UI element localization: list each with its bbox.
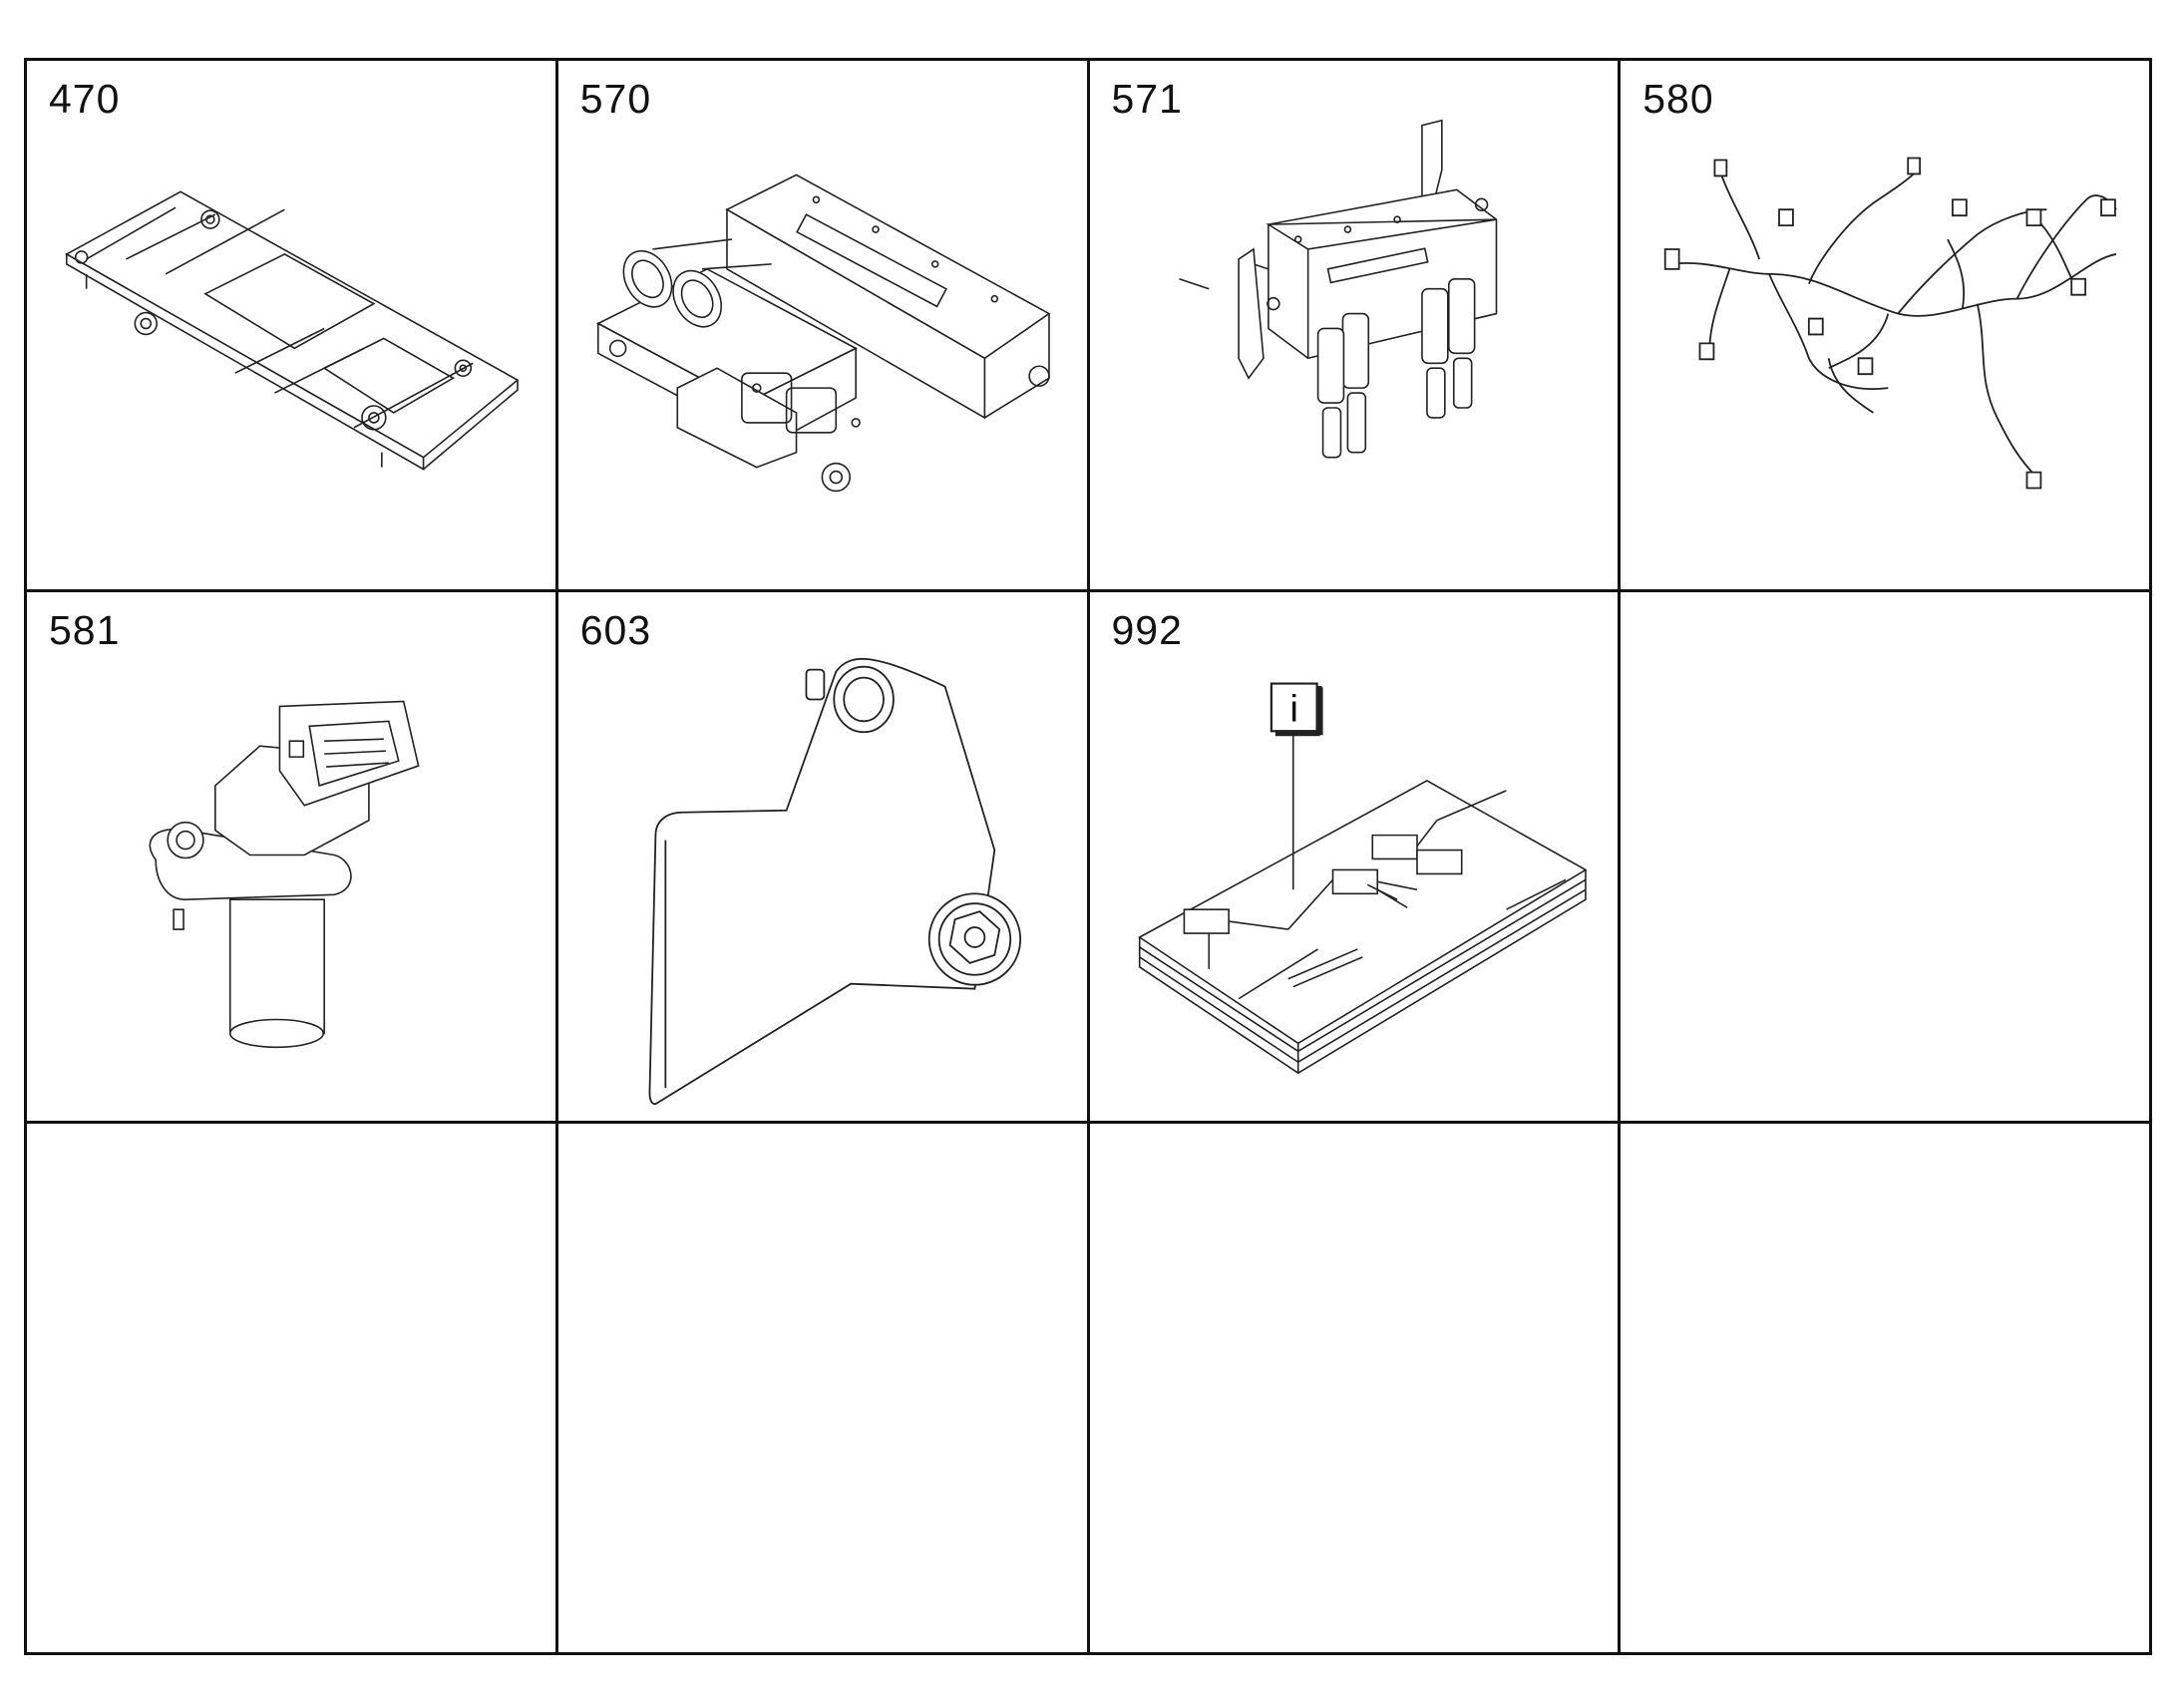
empty-cell — [27, 1124, 558, 1655]
part-cell-580[interactable]: 580 — [1621, 61, 2152, 592]
part-cell-581[interactable]: 581 — [27, 592, 558, 1124]
part-cell-570[interactable]: 570 — [557, 61, 1090, 592]
part-cell-992[interactable]: 992 i — [1089, 592, 1622, 1124]
control-unit-bracket-icon — [1090, 61, 1619, 589]
part-number: 603 — [579, 607, 652, 653]
part-number: 581 — [49, 607, 121, 653]
part-number: 992 — [1111, 607, 1183, 653]
part-cell-470[interactable]: 470 — [27, 61, 558, 592]
part-number: 580 — [1642, 76, 1714, 122]
bracket-plate-icon — [558, 592, 1087, 1121]
cover-plate-icon — [27, 61, 555, 589]
part-cell-603[interactable]: 603 — [557, 592, 1090, 1124]
empty-cell — [1089, 1124, 1622, 1655]
part-number: 570 — [579, 76, 652, 122]
empty-cell — [1621, 592, 2152, 1124]
part-number: 470 — [49, 76, 121, 122]
control-unit-icon — [558, 61, 1087, 589]
documentation-icon: i — [1090, 592, 1619, 1121]
empty-cell — [1621, 1124, 2152, 1655]
wiring-harness-icon — [1621, 61, 2149, 589]
empty-cell — [557, 1124, 1090, 1655]
info-marker: i — [1289, 688, 1297, 730]
sensor-icon — [27, 592, 555, 1121]
parts-grid: 470 570 — [24, 58, 2152, 1655]
part-cell-571[interactable]: 571 — [1089, 61, 1622, 592]
part-number: 571 — [1111, 76, 1183, 122]
